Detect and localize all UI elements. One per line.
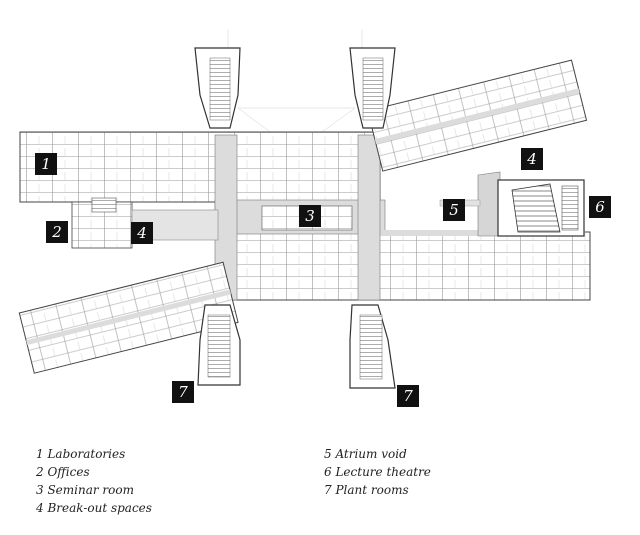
legend-item-break-out-spaces: 4 Break-out spaces	[36, 501, 152, 515]
legend-item-atrium-void: 5 Atrium void	[324, 447, 407, 461]
south-west-wing	[18, 261, 239, 374]
tag-plant-room-west: 7	[172, 381, 194, 403]
tower-south-west	[197, 304, 241, 386]
legend-item-plant-rooms: 7 Plant rooms	[324, 483, 409, 497]
legend-item-lecture-theatre: 6 Lecture theatre	[324, 465, 431, 479]
tag-lecture-theatre: 6	[589, 196, 611, 218]
tower-north-east	[349, 47, 396, 129]
lecture-theatre	[497, 179, 585, 237]
north-east-wing	[367, 59, 588, 172]
atrium-void	[477, 171, 501, 237]
void-lines	[227, 30, 363, 133]
legend-item-seminar-room: 3 Seminar room	[36, 483, 134, 497]
tag-seminar-room: 3	[299, 205, 321, 227]
tag-break-out-east: 4	[521, 148, 543, 170]
tower-north-west	[194, 47, 241, 129]
tag-atrium-void: 5	[443, 199, 465, 221]
legend-item-offices: 2 Offices	[36, 465, 90, 479]
floor-plan	[18, 30, 591, 389]
tower-south-east	[349, 304, 396, 389]
tag-break-out-west: 4	[131, 222, 153, 244]
core-spine-right	[357, 134, 381, 301]
central-lower-wing	[219, 231, 591, 301]
tag-plant-room-east: 7	[397, 385, 419, 407]
tag-laboratories: 1	[35, 153, 57, 175]
tag-offices: 2	[46, 221, 68, 243]
legend-item-laboratories: 1 Laboratories	[36, 447, 126, 461]
central-upper-wing	[19, 131, 381, 203]
